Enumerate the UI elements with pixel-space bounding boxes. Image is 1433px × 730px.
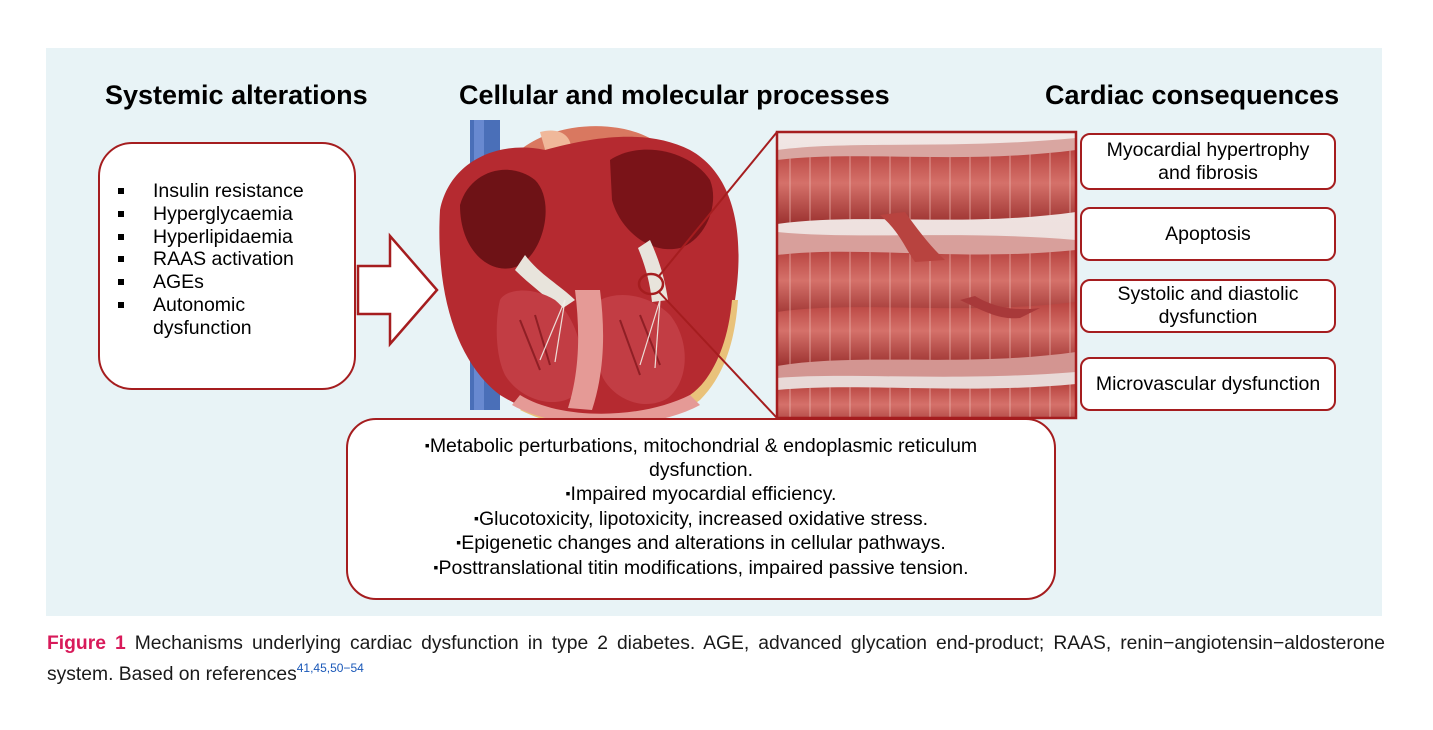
list-item: RAAS activation xyxy=(118,248,304,271)
list-item: ▪Epigenetic changes and alterations in c… xyxy=(456,532,946,555)
heading-cellular-molecular: Cellular and molecular processes xyxy=(459,80,890,110)
caption-label: Figure 1 xyxy=(47,633,126,654)
muscle-fiber-illustration xyxy=(777,132,1076,418)
list-item: ▪Glucotoxicity, lipotoxicity, increased … xyxy=(473,507,928,530)
consequence-box: Myocardial hypertrophy and fibrosis xyxy=(1080,133,1336,190)
caption-text: Mechanisms underlying cardiac dysfunctio… xyxy=(47,633,1385,685)
magnifier-ring xyxy=(637,131,778,419)
heart-cross-section-illustration xyxy=(439,120,739,429)
list-item: ▪Impaired myocardial efficiency. xyxy=(565,483,837,506)
systemic-list: Insulin resistance Hyperglycaemia Hyperl… xyxy=(118,180,304,340)
consequence-box: Systolic and diastolic dysfunction xyxy=(1080,279,1336,333)
cellular-processes-box: ▪Metabolic perturbations, mitochondrial … xyxy=(346,418,1056,600)
figure-caption: Figure 1 Mechanisms underlying cardiac d… xyxy=(47,631,1385,687)
outline-arrow-icon xyxy=(356,232,439,348)
caption-references[interactable]: 41,45,50−54 xyxy=(296,661,364,675)
cellular-list: ▪Metabolic perturbations, mitochondrial … xyxy=(348,434,1054,581)
systemic-alterations-box: Insulin resistance Hyperglycaemia Hyperl… xyxy=(98,142,356,390)
list-item: Insulin resistance xyxy=(118,180,304,203)
list-item: Autonomic dysfunction xyxy=(118,294,283,340)
heading-cardiac-consequences: Cardiac consequences xyxy=(1045,80,1340,110)
consequence-box: Microvascular dysfunction xyxy=(1080,357,1336,411)
list-item: ▪Metabolic perturbations, mitochondrial … xyxy=(424,435,978,481)
list-item: AGEs xyxy=(118,271,304,294)
list-item: Hyperlipidaemia xyxy=(118,226,304,249)
heading-systemic-alterations: Systemic alterations xyxy=(105,80,368,110)
consequence-box: Apoptosis xyxy=(1080,207,1336,261)
list-item: Hyperglycaemia xyxy=(118,203,304,226)
list-item: ▪Posttranslational titin modifications, … xyxy=(433,556,969,579)
